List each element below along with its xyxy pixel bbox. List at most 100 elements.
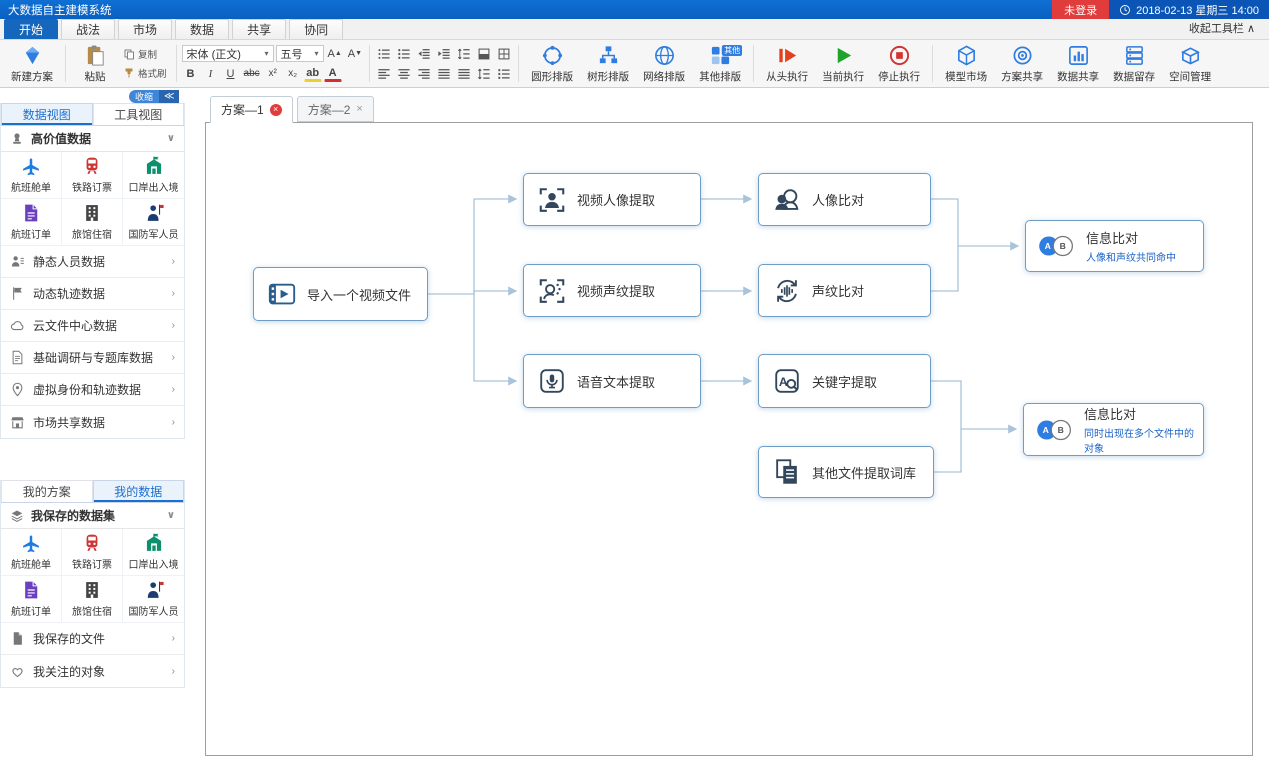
- node-other-files-lexicon[interactable]: 其他文件提取词库: [758, 446, 934, 498]
- ribbon-tab-market[interactable]: 市场: [118, 19, 173, 39]
- justify-button[interactable]: [435, 65, 453, 82]
- bold-button[interactable]: B: [186, 67, 195, 80]
- sidebar-collapse-button[interactable]: 收缩 ≪: [129, 90, 180, 103]
- plan-share-label: 方案共享: [1001, 70, 1044, 83]
- node-label: 其他文件提取词库: [812, 465, 917, 481]
- node-voiceprint-compare[interactable]: 声纹比对: [758, 264, 931, 317]
- model-market-button[interactable]: 模型市场: [939, 42, 993, 86]
- section-saved-files[interactable]: 我保存的文件 ›: [1, 623, 184, 655]
- numbering-button[interactable]: [395, 45, 413, 62]
- collapse-toolbar-button[interactable]: 收起工具栏 ∧: [1188, 23, 1255, 35]
- ribbon-tab-data[interactable]: 数据: [175, 19, 230, 39]
- font-color-button[interactable]: A: [323, 65, 342, 82]
- other-layout-button[interactable]: 其他 其他排版: [693, 42, 747, 86]
- section-virtual-identity-data[interactable]: 虚拟身份和轨迹数据 ›: [1, 374, 184, 406]
- plan-share-button[interactable]: 方案共享: [995, 42, 1049, 86]
- data-item-border-entry[interactable]: 口岸出入境: [123, 152, 184, 199]
- plan-tab-1[interactable]: 方案—1 ×: [210, 96, 293, 123]
- login-status-badge[interactable]: 未登录: [1052, 0, 1110, 19]
- node-speech-text-extract[interactable]: 语音文本提取: [523, 354, 701, 408]
- underline-button[interactable]: U: [226, 67, 235, 80]
- plan-tab-2[interactable]: 方案—2 ×: [296, 96, 374, 122]
- data-item-rail-ticket[interactable]: 铁路订票: [62, 529, 123, 576]
- close-tab-icon[interactable]: ×: [269, 103, 282, 116]
- font-size-select[interactable]: 五号 ▾: [275, 45, 324, 62]
- format-painter-button[interactable]: 格式刷: [120, 65, 170, 81]
- data-item-military-personnel[interactable]: 国防军人员: [123, 199, 184, 246]
- close-tab-icon[interactable]: ×: [356, 103, 363, 115]
- grow-font-button[interactable]: A▲: [327, 47, 342, 60]
- ribbon-tab-start[interactable]: 开始: [4, 19, 59, 39]
- stop-run-button[interactable]: 停止执行: [872, 42, 926, 86]
- strikethrough-button[interactable]: abc: [243, 68, 260, 79]
- node-import-video[interactable]: 导入一个视频文件: [253, 267, 428, 321]
- sync-waveform-icon: [772, 276, 802, 306]
- section-saved-datasets[interactable]: 我保存的数据集 ∨: [1, 503, 184, 529]
- data-item-military-personnel[interactable]: 国防军人员: [123, 576, 184, 623]
- font-family-select[interactable]: 宋体 (正文) ▾: [181, 45, 274, 62]
- data-item-flight-order[interactable]: 航班订单: [1, 576, 62, 623]
- shrink-font-button[interactable]: A▼: [347, 47, 363, 60]
- node-face-compare[interactable]: 人像比对: [758, 173, 931, 226]
- node-info-compare-2[interactable]: A B 信息比对 同时出现在多个文件中的对象: [1023, 403, 1204, 456]
- ribbon-tab-share[interactable]: 共享: [232, 19, 287, 39]
- run-from-start-icon: [776, 44, 799, 67]
- paste-button[interactable]: 粘贴: [72, 42, 118, 86]
- data-item-flight-manifest[interactable]: 航班舱单: [1, 529, 62, 576]
- section-research-library-data[interactable]: 基础调研与专题库数据 ›: [1, 342, 184, 374]
- ribbon-tab-tactics[interactable]: 战法: [61, 19, 116, 39]
- node-keyword-extract[interactable]: A 关键字提取: [758, 354, 931, 408]
- shading-button[interactable]: [475, 45, 493, 62]
- section-market-shared-data[interactable]: 市场共享数据 ›: [1, 406, 184, 438]
- subscript-button[interactable]: x₂: [288, 68, 298, 79]
- section-high-value-data[interactable]: 高价值数据 ∨: [1, 126, 184, 152]
- italic-button[interactable]: I: [208, 67, 213, 80]
- tree-layout-button[interactable]: 树形排版: [581, 42, 635, 86]
- highlight-color-button[interactable]: ab: [303, 65, 322, 82]
- new-plan-button[interactable]: 新建方案: [5, 42, 59, 86]
- tab-data-view[interactable]: 数据视图: [1, 103, 93, 125]
- tab-my-data[interactable]: 我的数据: [92, 480, 184, 502]
- data-retain-button[interactable]: 数据留存: [1107, 42, 1161, 86]
- data-share-button[interactable]: 数据共享: [1051, 42, 1105, 86]
- copy-button[interactable]: 复制: [120, 46, 170, 62]
- data-item-label: 口岸出入境: [128, 183, 179, 194]
- section-dynamic-track-data[interactable]: 动态轨迹数据 ›: [1, 278, 184, 310]
- flow-canvas[interactable]: 导入一个视频文件 视频人像提取 视频声纹提取 语音文本提取 人像比对 声纹比对 …: [205, 122, 1253, 756]
- run-current-button[interactable]: 当前执行: [816, 42, 870, 86]
- node-video-face-extract[interactable]: 视频人像提取: [523, 173, 701, 226]
- data-item-flight-manifest[interactable]: 航班舱单: [1, 152, 62, 199]
- run-from-start-button[interactable]: 从头执行: [760, 42, 814, 86]
- section-label: 虚拟身份和轨迹数据: [33, 383, 142, 397]
- space-manage-button[interactable]: 空间管理: [1163, 42, 1217, 86]
- tab-tool-view[interactable]: 工具视图: [92, 103, 184, 125]
- superscript-button[interactable]: x²: [268, 68, 277, 79]
- increase-indent-button[interactable]: [435, 45, 453, 62]
- ribbon-tab-collab[interactable]: 协同: [289, 19, 344, 39]
- borders-button[interactable]: [495, 45, 513, 62]
- hotel-icon: [82, 203, 102, 223]
- data-item-flight-order[interactable]: 航班订单: [1, 199, 62, 246]
- circle-layout-button[interactable]: 圆形排版: [525, 42, 579, 86]
- section-followed-objects[interactable]: 我关注的对象 ›: [1, 655, 184, 687]
- section-cloud-file-data[interactable]: 云文件中心数据 ›: [1, 310, 184, 342]
- line-spacing-button[interactable]: [455, 45, 473, 62]
- node-video-voiceprint-extract[interactable]: 视频声纹提取: [523, 264, 701, 317]
- align-center-button[interactable]: [395, 65, 413, 82]
- decrease-indent-button[interactable]: [415, 45, 433, 62]
- data-item-border-entry[interactable]: 口岸出入境: [123, 529, 184, 576]
- align-right-button[interactable]: [415, 65, 433, 82]
- distribute-button[interactable]: [455, 65, 473, 82]
- data-item-rail-ticket[interactable]: 铁路订票: [62, 152, 123, 199]
- data-item-hotel-stay[interactable]: 旅馆住宿: [62, 576, 123, 623]
- tab-my-plans[interactable]: 我的方案: [1, 480, 93, 502]
- network-layout-button[interactable]: 网络排版: [637, 42, 691, 86]
- bullets-button[interactable]: [375, 45, 393, 62]
- section-static-person-data[interactable]: 静态人员数据 ›: [1, 246, 184, 278]
- node-info-compare-1[interactable]: A B 信息比对 人像和声纹共同命中: [1025, 220, 1204, 272]
- show-marks-button[interactable]: [495, 65, 513, 82]
- data-item-hotel-stay[interactable]: 旅馆住宿: [62, 199, 123, 246]
- divider: [518, 45, 520, 82]
- align-left-button[interactable]: [375, 65, 393, 82]
- sort-button[interactable]: [475, 65, 493, 82]
